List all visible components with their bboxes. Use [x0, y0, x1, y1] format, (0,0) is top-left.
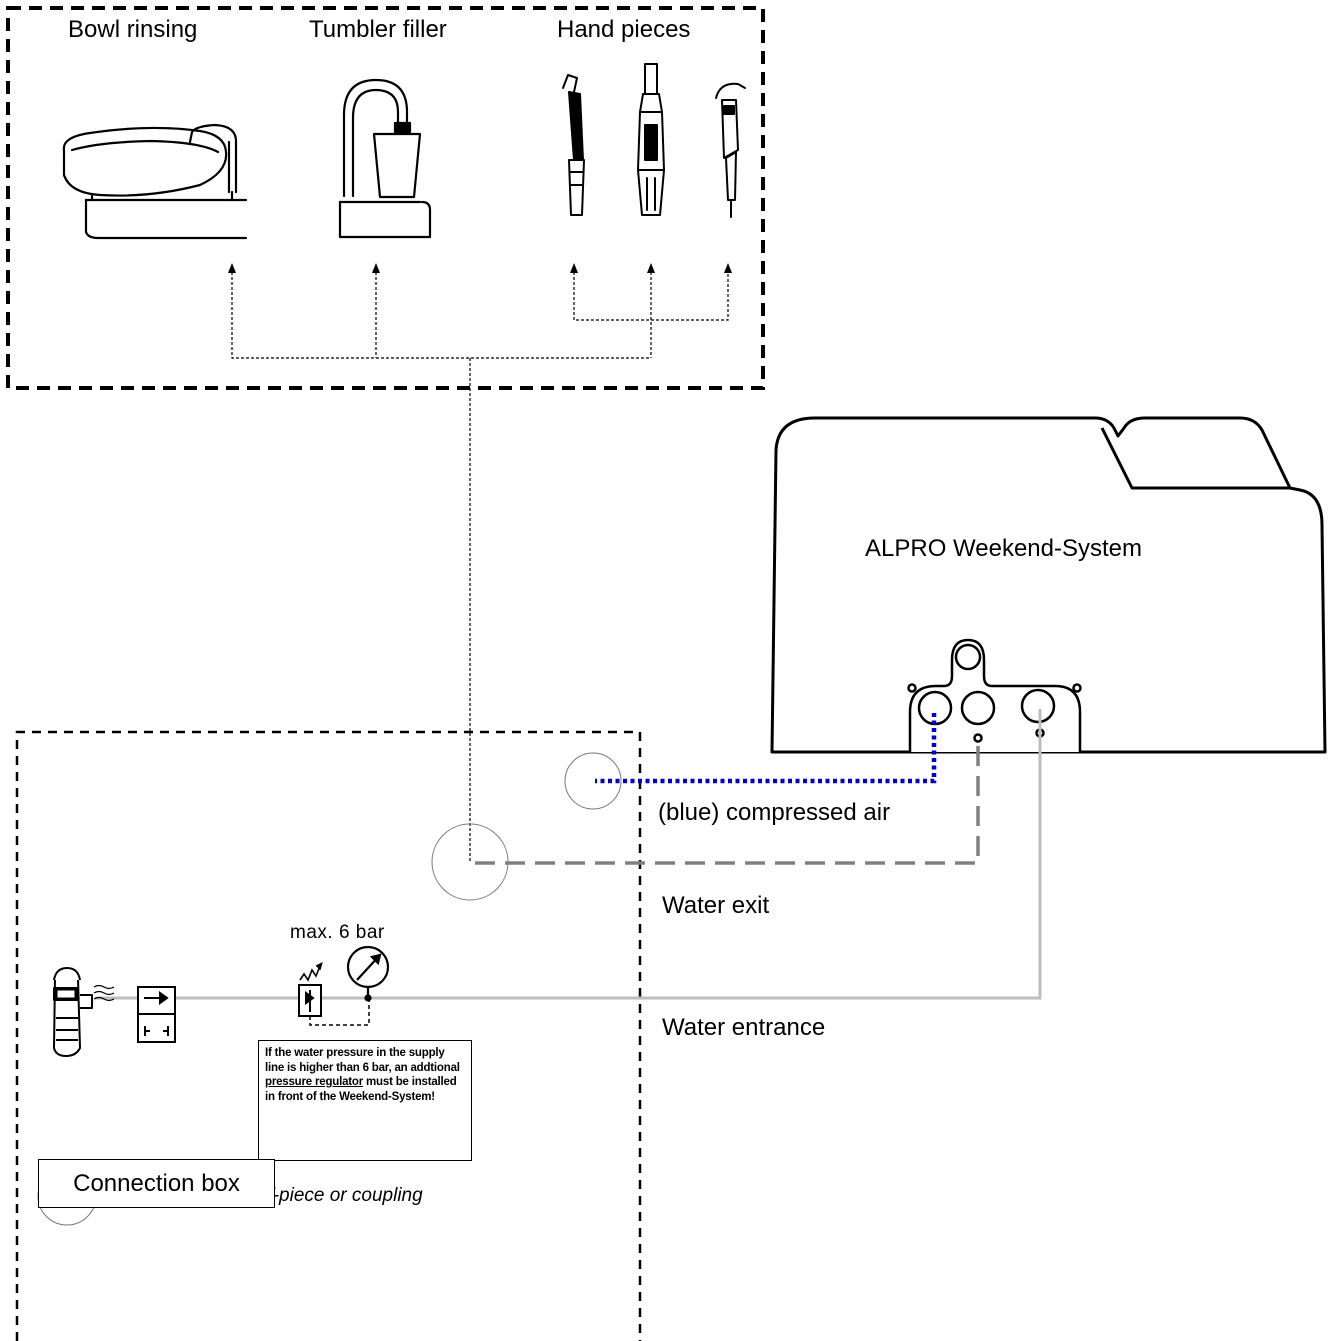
max-pressure-label: max. 6 bar	[290, 922, 385, 943]
tumbler-filler-icon	[338, 78, 432, 239]
tumbler-filler-label: Tumbler filler	[309, 16, 447, 43]
connection-box-label: Connection box	[73, 1169, 240, 1197]
weekend-system-housing	[770, 416, 1327, 754]
pressure-note-text: If the water pressure in the supply line…	[265, 1046, 465, 1104]
hand-pieces-label: Hand pieces	[557, 16, 691, 43]
bowl-rinsing-icon	[62, 123, 248, 240]
pressure-regulator-icon	[298, 962, 370, 1026]
compressed-air-line	[595, 713, 937, 784]
connection-box-label-box: Connection box	[38, 1159, 275, 1208]
note-text-underlined: pressure regulator	[265, 1076, 364, 1088]
note-text-after: must be installed in front of the Weeken…	[265, 1076, 457, 1103]
air-connection-circle	[564, 752, 622, 810]
handpiece-icon	[562, 74, 585, 216]
handpiece-icon	[715, 82, 746, 218]
pressure-note-box: If the water pressure in the supply line…	[258, 1040, 472, 1161]
valve-icon	[137, 986, 176, 1043]
connection-panel	[907, 638, 1082, 752]
pressure-gauge-icon	[346, 945, 390, 1002]
tap-icon	[53, 967, 115, 1057]
device-name: ALPRO Weekend-System	[865, 535, 1142, 562]
water-exit-line	[470, 746, 980, 865]
connection-box-border	[15, 730, 642, 1341]
handpiece-icon	[637, 63, 665, 216]
consumers-box	[6, 6, 765, 390]
note-text-before: If the water pressure in the supply line…	[265, 1047, 460, 1074]
water-exit-label: Water exit	[662, 892, 770, 919]
arrow-heads	[228, 263, 732, 273]
bowl-rinsing-label: Bowl rinsing	[68, 16, 198, 43]
distribution-lines	[231, 272, 729, 862]
water-entrance-label: Water entrance	[662, 1014, 826, 1041]
water-entrance-line	[95, 709, 1042, 1000]
compressed-air-label: (blue) compressed air	[658, 799, 891, 826]
